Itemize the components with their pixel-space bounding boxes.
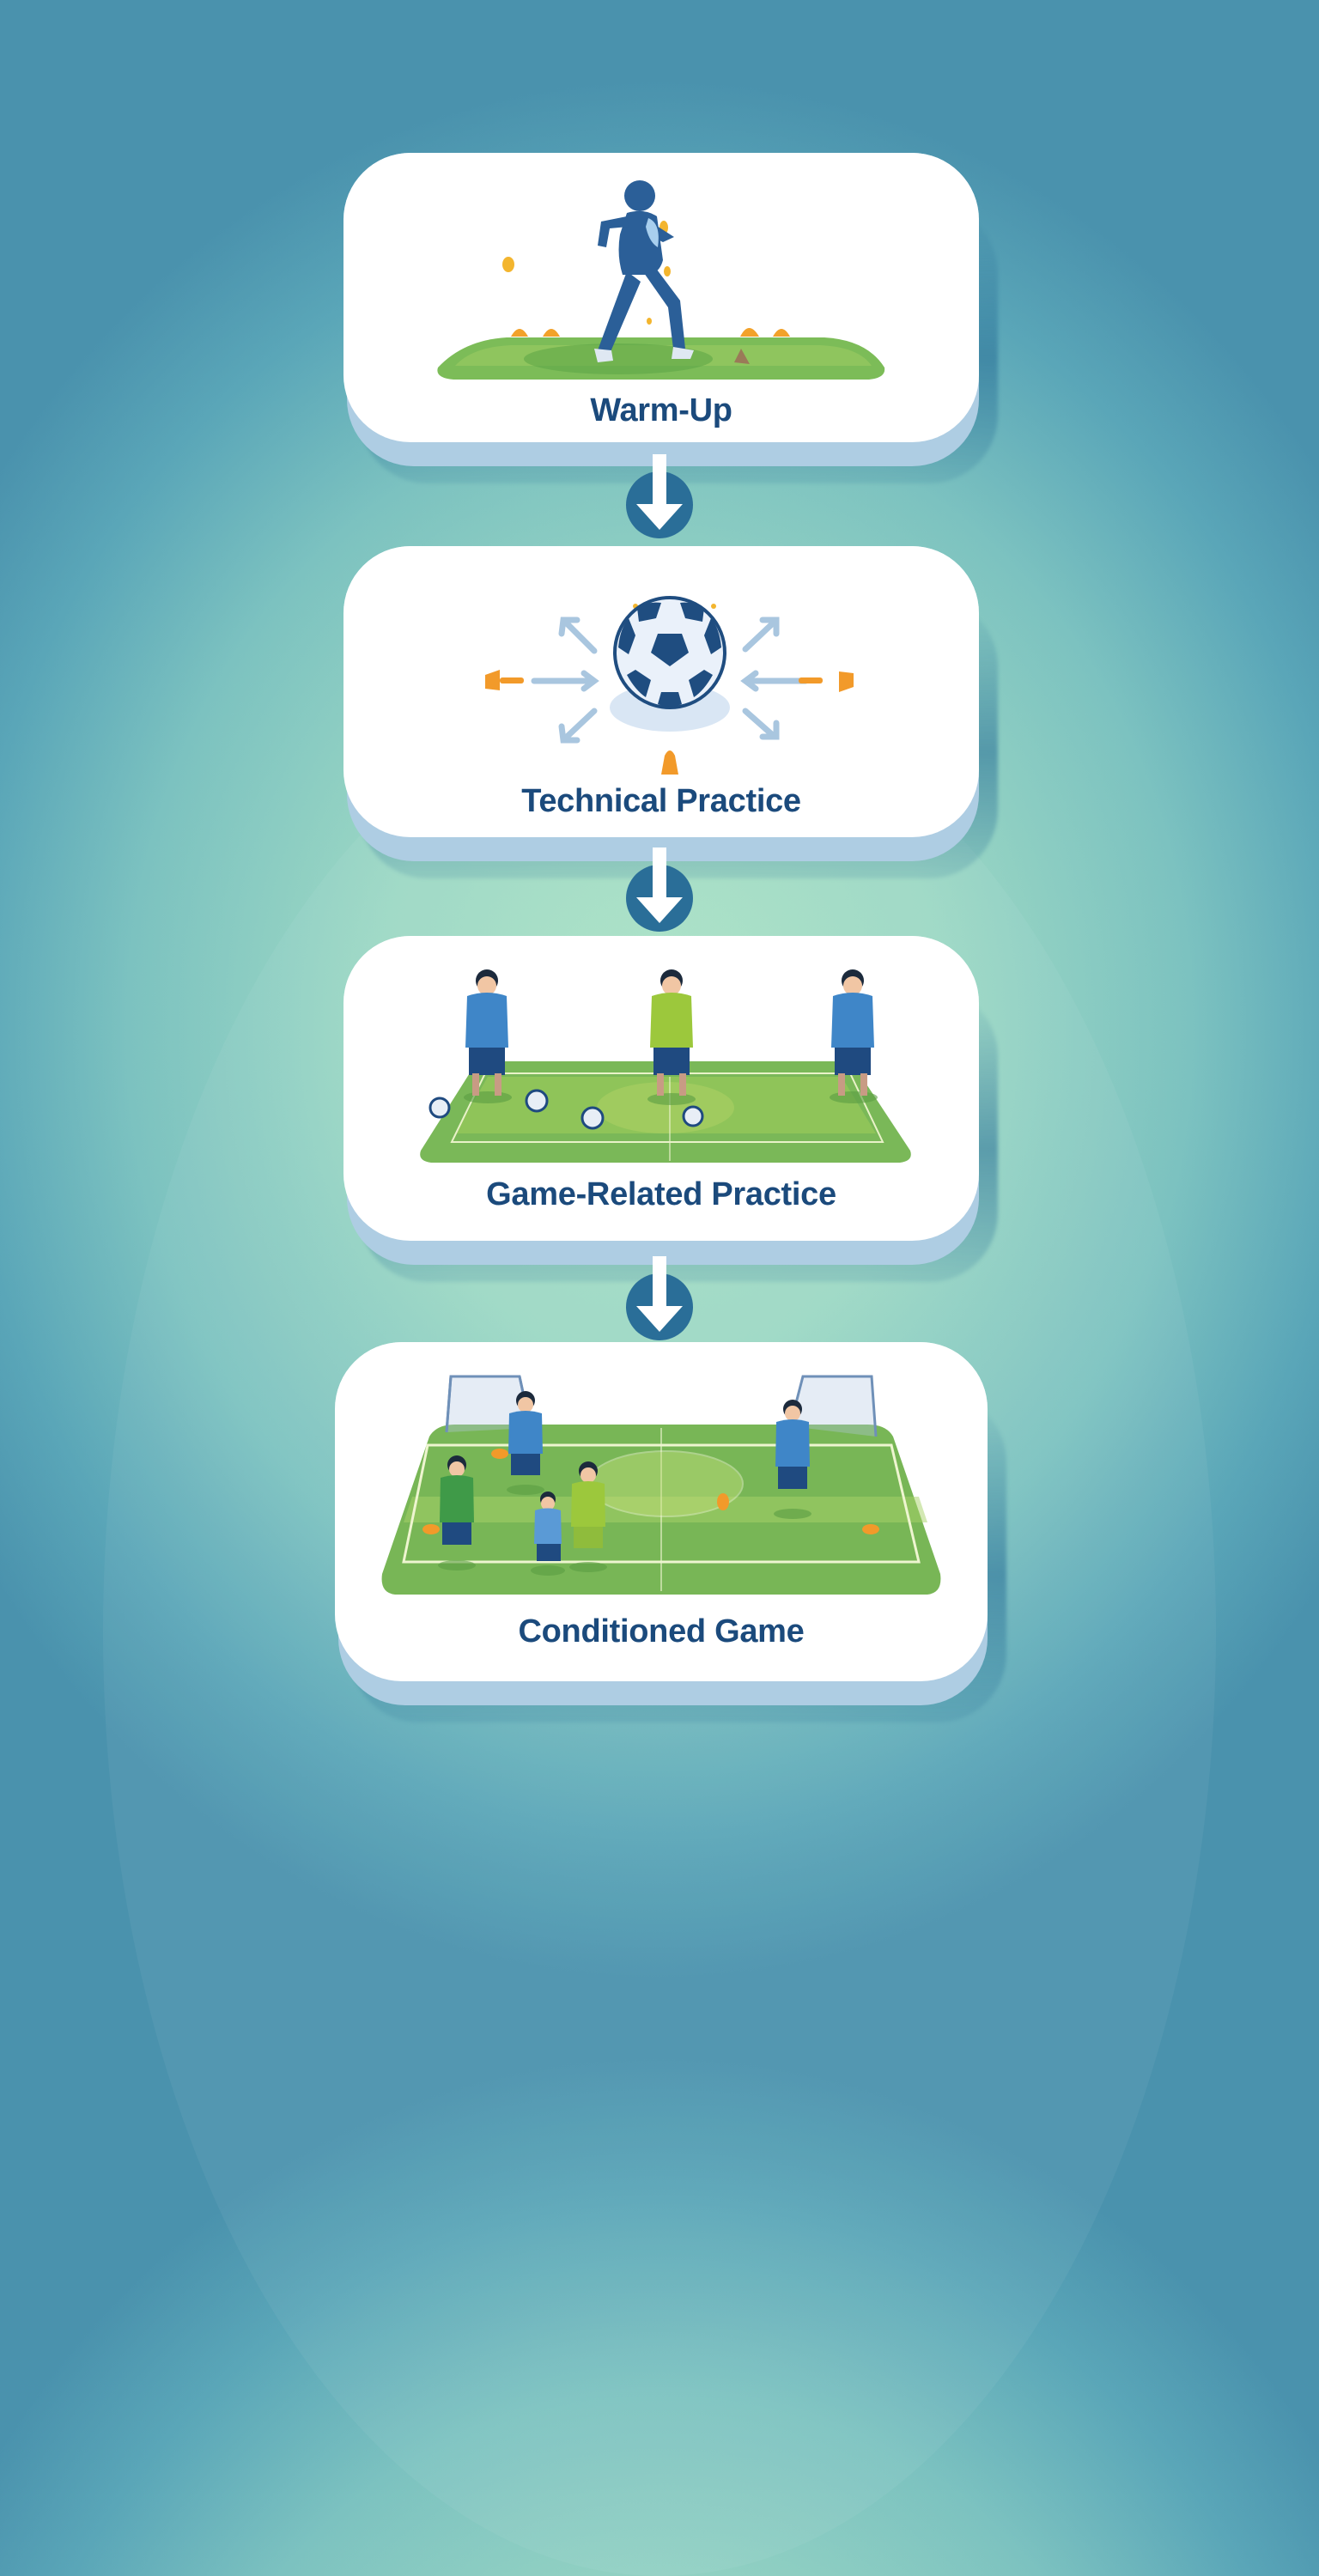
step-card-game-related-practice: Game-Related Practice: [343, 936, 998, 1282]
step-card-warm-up: Warm-Up: [343, 153, 998, 483]
player-green-left: [438, 1455, 476, 1571]
three-players-pitch-icon: [420, 969, 911, 1163]
step-label: Game-Related Practice: [486, 1176, 836, 1212]
player-blue-right: [830, 969, 878, 1103]
player-blue-small: [531, 1492, 565, 1576]
arrow-down-icon: [626, 848, 693, 932]
player-blue-left: [464, 969, 512, 1103]
player-lime-right: [569, 1461, 607, 1572]
step-card-technical-practice: Technical Practice: [343, 546, 998, 878]
soccer-ball-drill-icon: [485, 596, 854, 775]
step-label: Warm-Up: [590, 392, 732, 428]
step-label: Conditioned Game: [518, 1613, 805, 1649]
step-label: Technical Practice: [521, 783, 801, 819]
runner-on-grass-icon: [437, 180, 885, 380]
arrow-down-icon: [626, 1256, 693, 1340]
step-card-conditioned-game: Conditioned Game: [335, 1342, 1006, 1722]
player-blue-top: [507, 1391, 544, 1495]
small-sided-game-pitch-icon: [381, 1375, 941, 1595]
player-green-center: [647, 969, 696, 1105]
arrow-down-icon: [626, 454, 693, 538]
player-blue-goalkeeper: [774, 1400, 811, 1519]
